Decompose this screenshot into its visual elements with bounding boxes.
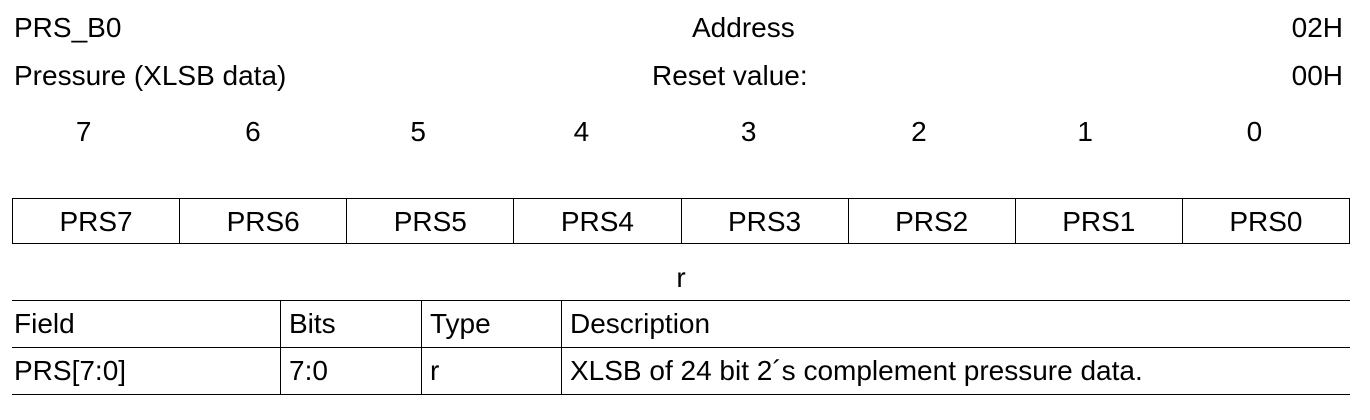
- bit-number: 1: [1077, 116, 1093, 147]
- bit-number: 6: [245, 116, 261, 147]
- bit-field-cell: PRS5: [347, 199, 515, 243]
- address-value: 02H: [1291, 12, 1343, 43]
- bit-field-cell: PRS6: [180, 199, 348, 243]
- bit-field-cell: PRS7: [13, 199, 181, 243]
- header-description: Description: [561, 300, 1350, 348]
- header-bits: Bits: [280, 300, 422, 348]
- address-label: Address: [692, 12, 795, 43]
- header-field: Field: [12, 300, 281, 348]
- bit-number: 7: [75, 116, 92, 147]
- access-type: r: [676, 262, 686, 293]
- bit-field-row: PRS7 PRS6 PRS5 PRS4 PRS3 PRS2 PRS1 PRS0: [12, 198, 1350, 244]
- bit-number: 5: [410, 116, 426, 147]
- field-description-table: Field Bits Type Description PRS[7:0] 7:0…: [12, 300, 1350, 395]
- bit-number: 0: [1246, 116, 1263, 147]
- bit-field-cell: PRS3: [682, 199, 849, 243]
- header-type: Type: [421, 300, 562, 348]
- bit-field-cell: PRS2: [849, 199, 1016, 243]
- reset-label: Reset value:: [652, 60, 808, 91]
- bit-number-row: 7 6 5 4 3 2 1 0: [12, 116, 1350, 148]
- bit-number: 2: [911, 116, 927, 147]
- bit-field-cell: PRS4: [514, 199, 682, 243]
- register-description: Pressure (XLSB data): [14, 60, 287, 91]
- register-name: PRS_B0: [14, 12, 122, 43]
- cell-bits: 7:0: [280, 347, 422, 395]
- bit-number: 4: [573, 116, 590, 147]
- cell-field: PRS[7:0]: [12, 347, 281, 395]
- cell-type: r: [421, 347, 562, 395]
- table-row: PRS[7:0] 7:0 r XLSB of 24 bit 2´s comple…: [12, 347, 1350, 395]
- reset-value: 00H: [1291, 60, 1343, 91]
- table-header-row: Field Bits Type Description: [12, 300, 1350, 348]
- cell-description: XLSB of 24 bit 2´s complement pressure d…: [561, 347, 1350, 395]
- bit-number: 3: [740, 116, 757, 147]
- bit-field-cell: PRS1: [1016, 199, 1183, 243]
- bit-field-cell: PRS0: [1183, 199, 1350, 243]
